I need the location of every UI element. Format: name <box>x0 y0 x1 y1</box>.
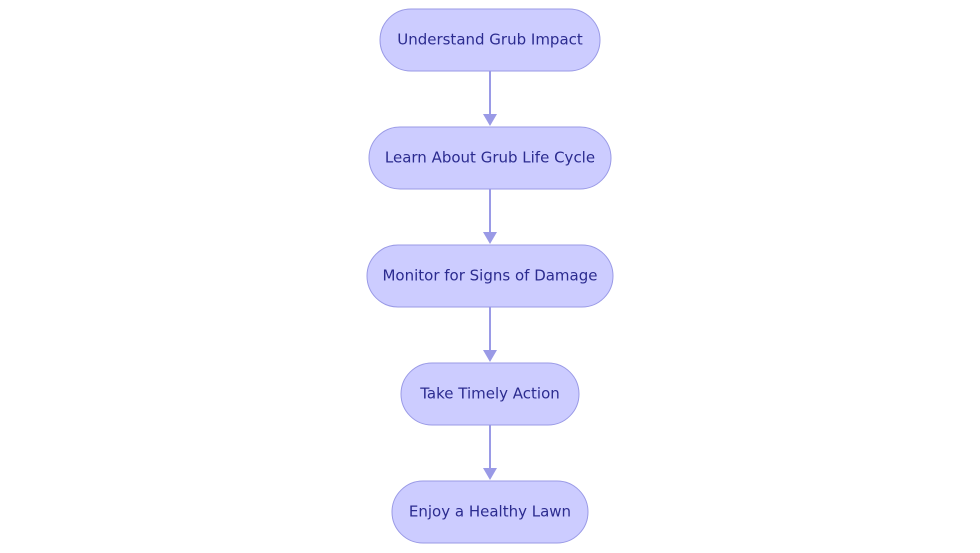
arrowhead-icon <box>483 232 497 244</box>
node-shape <box>368 126 612 190</box>
node-take-timely-action: Take Timely Action <box>400 362 580 426</box>
node-shape <box>400 362 580 426</box>
edge-n1-n2 <box>483 71 497 126</box>
node-learn-about-grub-life-cycle: Learn About Grub Life Cycle <box>368 126 612 190</box>
node-shape <box>379 8 601 72</box>
node-label: Understand Grub Impact <box>397 31 583 49</box>
node-shape <box>366 244 614 308</box>
node-shape <box>391 480 589 544</box>
arrowhead-icon <box>483 350 497 362</box>
edge-n3-n4 <box>483 307 497 362</box>
node-label: Take Timely Action <box>419 385 560 403</box>
node-label: Monitor for Signs of Damage <box>382 267 597 285</box>
node-label: Learn About Grub Life Cycle <box>385 149 595 167</box>
node-label: Enjoy a Healthy Lawn <box>409 503 571 521</box>
edge-n2-n3 <box>483 189 497 244</box>
arrowhead-icon <box>483 468 497 480</box>
node-monitor-for-signs-of-damage: Monitor for Signs of Damage <box>366 244 614 308</box>
node-understand-grub-impact: Understand Grub Impact <box>379 8 601 72</box>
edge-n4-n5 <box>483 425 497 480</box>
node-enjoy-a-healthy-lawn: Enjoy a Healthy Lawn <box>391 480 589 544</box>
arrowhead-icon <box>483 114 497 126</box>
